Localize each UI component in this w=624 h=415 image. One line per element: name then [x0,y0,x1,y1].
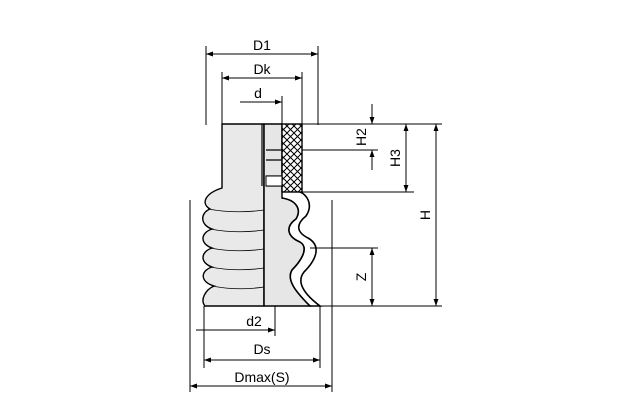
label-h3: H3 [387,149,403,167]
label-h2: H2 [353,128,369,146]
section-wall [281,191,323,307]
bellows-fold-lines [207,208,265,290]
label-dmax: Dmax(S) [234,369,289,385]
label-h: H [417,210,433,220]
label-ds: Ds [253,341,270,357]
label-d2: d2 [246,313,262,329]
label-z: Z [353,272,369,281]
label-d: d [254,85,262,101]
label-d1: D1 [253,37,271,53]
label-dk: Dk [253,61,271,77]
insert-step [265,175,283,187]
hatched-insert [281,123,303,193]
dimension-lines [190,51,439,389]
bellows-exterior-view [202,123,265,307]
